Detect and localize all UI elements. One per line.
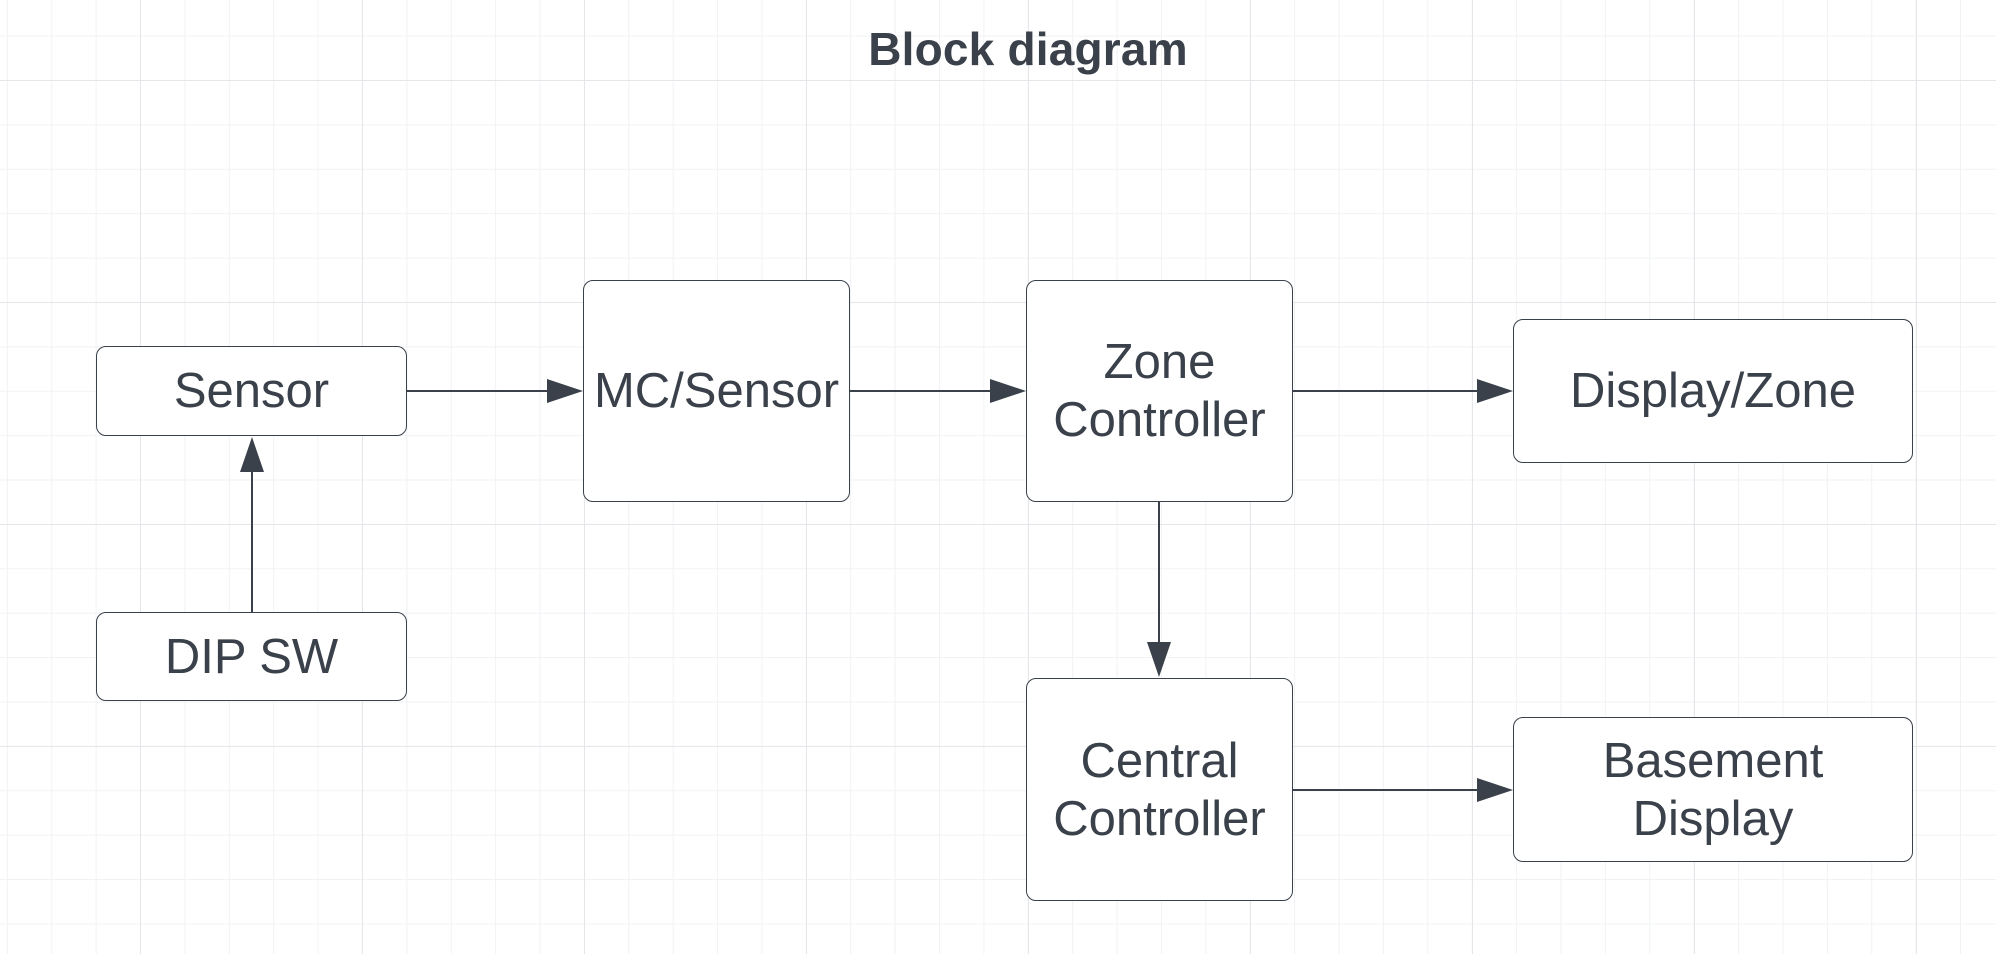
edge-dipsw-to-sensor <box>240 437 264 612</box>
arrowhead-icon <box>990 379 1026 403</box>
arrowhead-icon <box>240 437 264 472</box>
edge-central-controller-to-basement-display <box>1293 778 1513 802</box>
block-mc-sensor[interactable]: MC/Sensor <box>583 280 850 502</box>
arrowhead-icon <box>547 379 583 403</box>
arrowhead-icon <box>1477 778 1513 802</box>
diagram-title: Block diagram <box>868 23 1188 75</box>
block-sensor[interactable]: Sensor <box>96 346 407 436</box>
block-central-controller[interactable]: Central Controller <box>1026 678 1293 901</box>
edge-zone-controller-to-display-zone <box>1293 379 1513 403</box>
edge-sensor-to-mc-sensor <box>407 379 583 403</box>
edge-mc-sensor-to-zone-controller <box>850 379 1026 403</box>
block-zone-controller[interactable]: Zone Controller <box>1026 280 1293 502</box>
block-dip-sw[interactable]: DIP SW <box>96 612 407 701</box>
arrowhead-icon <box>1477 379 1513 403</box>
block-display-zone[interactable]: Display/Zone <box>1513 319 1913 463</box>
edge-zone-controller-to-central-controller <box>1147 502 1171 677</box>
block-basement-display[interactable]: Basement Display <box>1513 717 1913 862</box>
arrowhead-icon <box>1147 642 1171 677</box>
